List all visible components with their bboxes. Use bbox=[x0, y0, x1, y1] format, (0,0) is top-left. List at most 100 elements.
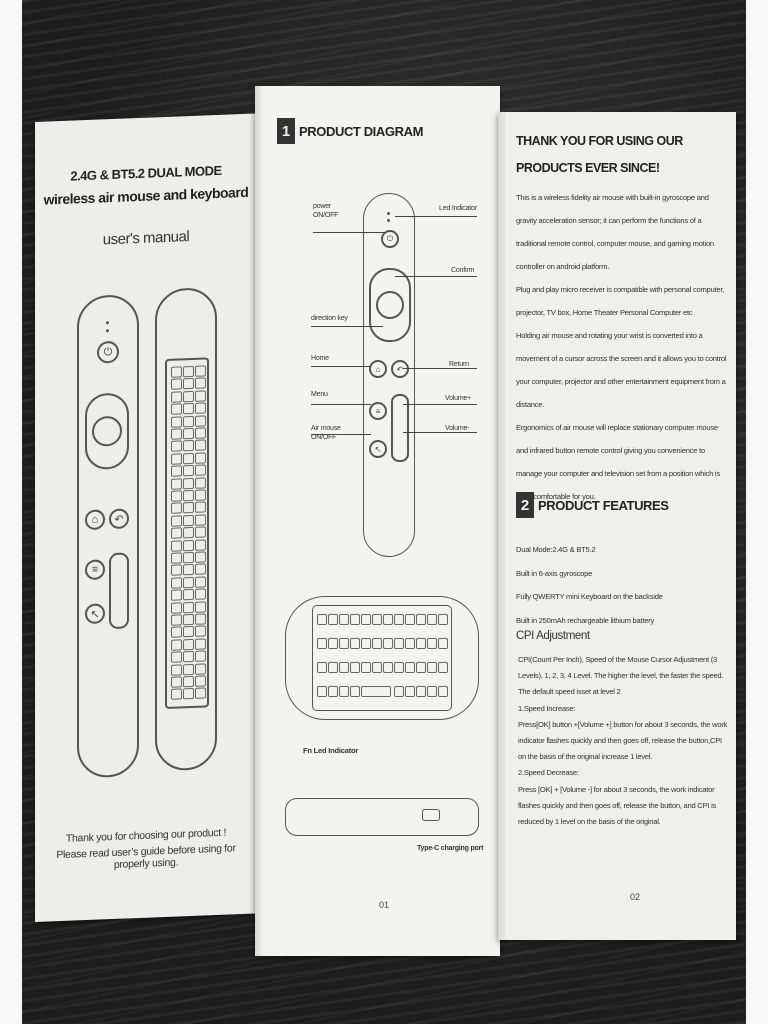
keyboard-key bbox=[183, 477, 194, 489]
keyboard-key bbox=[171, 651, 182, 663]
intro-paragraph: This is a wireless fidelity air mouse wi… bbox=[516, 193, 714, 271]
keyboard-key bbox=[317, 614, 327, 625]
keyboard-key bbox=[183, 415, 194, 427]
keyboard-key bbox=[328, 638, 338, 649]
label-home: Home bbox=[311, 355, 329, 362]
keyboard-key bbox=[171, 515, 182, 527]
volume-rocker bbox=[109, 552, 129, 630]
section-number: 1 bbox=[277, 118, 295, 144]
power-icon: ⏻ bbox=[381, 230, 399, 248]
keyboard-key bbox=[171, 539, 182, 552]
features-heading: 2 PRODUCT FEATURES bbox=[516, 492, 669, 518]
intro-paragraph: Plug and play micro receiver is compatib… bbox=[516, 285, 725, 317]
keyboard-key bbox=[183, 601, 194, 613]
section-title: PRODUCT DIAGRAM bbox=[299, 123, 423, 139]
manual-cover-panel: 2.4G & BT5.2 DUAL MODE wireless air mous… bbox=[35, 113, 257, 922]
power-icon: ⏻ bbox=[97, 340, 119, 364]
keyboard-key bbox=[171, 639, 182, 651]
keyboard-key bbox=[183, 465, 194, 477]
keyboard-key bbox=[328, 662, 338, 673]
cover-title-line1: 2.4G & BT5.2 DUAL MODE bbox=[70, 162, 222, 184]
keyboard-key bbox=[339, 686, 349, 697]
keyboard-key bbox=[171, 490, 182, 502]
feature-item: Fully QWERTY mini Keyboard on the backsi… bbox=[516, 592, 663, 601]
keyboard-key bbox=[195, 377, 206, 390]
keyboard-key bbox=[195, 526, 206, 539]
label-volume-down: Volume- bbox=[445, 425, 470, 432]
dpad-ring bbox=[369, 268, 411, 342]
keyboard-key bbox=[438, 662, 448, 673]
keyboard-key bbox=[394, 638, 404, 649]
keyboard-key bbox=[328, 686, 338, 697]
keyboard-key bbox=[372, 638, 382, 649]
keyboard-key bbox=[350, 614, 360, 625]
keyboard-key bbox=[183, 527, 194, 539]
label-air-mouse: Air mouse ON/OFF bbox=[311, 425, 341, 441]
keyboard-spacebar bbox=[361, 686, 391, 697]
keyboard-key bbox=[183, 514, 194, 527]
keyboard-key bbox=[405, 686, 415, 697]
cover-subtitle: user's manual bbox=[102, 228, 190, 249]
keyboard-key bbox=[317, 662, 327, 673]
cpi-paragraph: Press[OK] button +[Volume +] button for … bbox=[518, 719, 728, 762]
keyboard-key bbox=[328, 614, 338, 625]
keyboard-key bbox=[171, 626, 182, 639]
diagram-heading: 1 PRODUCT DIAGRAM bbox=[277, 118, 423, 144]
home-icon: ⌂ bbox=[85, 509, 105, 531]
keyboard-key bbox=[405, 662, 415, 673]
menu-icon: ≡ bbox=[369, 402, 387, 420]
keyboard-key bbox=[183, 688, 194, 700]
keyboard-key bbox=[171, 589, 182, 601]
keyboard-key bbox=[438, 686, 448, 697]
volume-rocker bbox=[391, 394, 409, 462]
keyboard-key bbox=[171, 676, 182, 688]
keyboard-key bbox=[195, 675, 206, 687]
page-number-01: 01 bbox=[379, 900, 390, 910]
keyboard-key bbox=[183, 638, 194, 651]
keyboard-key bbox=[361, 638, 371, 649]
keyboard-key bbox=[438, 638, 448, 649]
keyboard-key bbox=[171, 415, 182, 428]
cpi-heading: CPI Adjustment bbox=[516, 630, 590, 642]
keyboard-key bbox=[171, 391, 182, 403]
thank-you-title: THANK YOU FOR USING OUR PRODUCTS EVER SI… bbox=[516, 134, 683, 175]
keyboard-key bbox=[183, 651, 194, 663]
keyboard-key bbox=[171, 428, 182, 440]
air-mouse-icon: ↖ bbox=[85, 603, 105, 625]
cpi-paragraph: Press [OK] + [Volume -] for about 3 seco… bbox=[518, 784, 717, 827]
keyboard-key bbox=[350, 686, 360, 697]
keyboard-key bbox=[195, 588, 206, 601]
keyboard-key bbox=[183, 589, 194, 601]
keyboard-key bbox=[183, 378, 194, 390]
keyboard-key bbox=[183, 440, 194, 452]
keyboard-key bbox=[372, 614, 382, 625]
keyboard-key bbox=[361, 662, 371, 673]
backside-keyboard bbox=[165, 357, 209, 710]
keyboard-key bbox=[195, 576, 206, 588]
keyboard-key bbox=[171, 614, 182, 626]
feature-item: Dual Mode:2.4G & BT5.2 bbox=[516, 545, 596, 554]
keyboard-key bbox=[195, 625, 206, 638]
keyboard-key bbox=[183, 564, 194, 576]
keyboard-key bbox=[195, 663, 206, 675]
cpi-paragraph: 2.Speed Decrease: bbox=[518, 768, 579, 778]
keyboard-key bbox=[383, 638, 393, 649]
keyboard-key bbox=[183, 502, 194, 514]
keyboard-key bbox=[394, 686, 404, 697]
keyboard-key bbox=[195, 514, 206, 526]
qwerty-keyboard bbox=[312, 605, 452, 711]
keyboard-key bbox=[195, 650, 206, 663]
usb-c-port-icon bbox=[422, 809, 440, 821]
keyboard-key bbox=[195, 390, 206, 402]
keyboard-key bbox=[183, 390, 194, 403]
remote-bottom-edge-diagram bbox=[285, 798, 479, 836]
cpi-paragraph: 1.Speed Increase: bbox=[518, 703, 576, 713]
keyboard-key bbox=[317, 638, 327, 649]
keyboard-key bbox=[183, 626, 194, 638]
keyboard-key bbox=[171, 403, 182, 415]
keyboard-key bbox=[195, 415, 206, 427]
keyboard-key bbox=[171, 453, 182, 465]
keyboard-key bbox=[339, 638, 349, 649]
keyboard-key bbox=[383, 662, 393, 673]
keyboard-key bbox=[171, 552, 182, 564]
